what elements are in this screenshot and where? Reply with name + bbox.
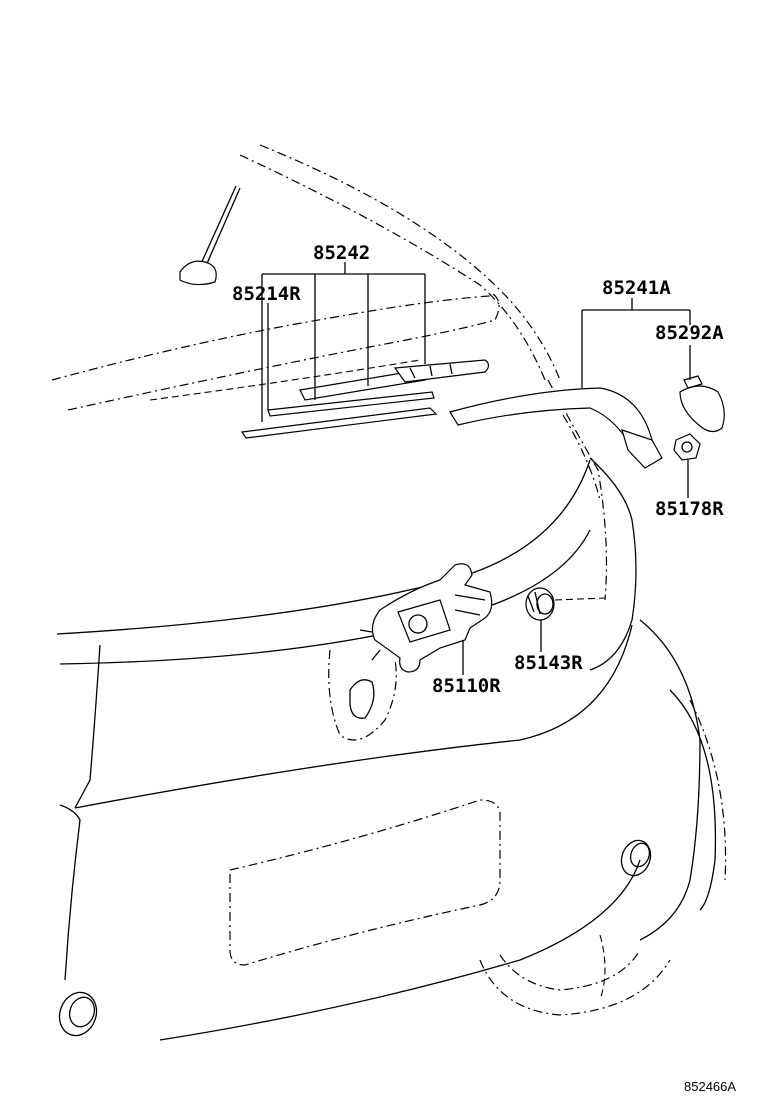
wiper-arm-cap — [679, 375, 725, 433]
wiper-motor — [359, 563, 493, 673]
label-85143R: 85143R — [514, 652, 583, 674]
label-85214R: 85214R — [232, 283, 301, 305]
label-85292A: 85292A — [655, 322, 724, 344]
vehicle-body-outline — [51, 144, 727, 1041]
wiper-blade-assembly — [240, 359, 490, 439]
label-85178R: 85178R — [655, 498, 724, 520]
wiper-arm-nut — [673, 433, 701, 461]
label-85110R: 85110R — [432, 675, 501, 697]
label-85241A: 85241A — [602, 277, 671, 299]
wiper-arm — [449, 387, 663, 469]
grommet — [525, 587, 555, 621]
leader-lines — [261, 262, 691, 675]
label-85242: 85242 — [313, 242, 370, 264]
figure-id: 852466A — [684, 1079, 736, 1094]
